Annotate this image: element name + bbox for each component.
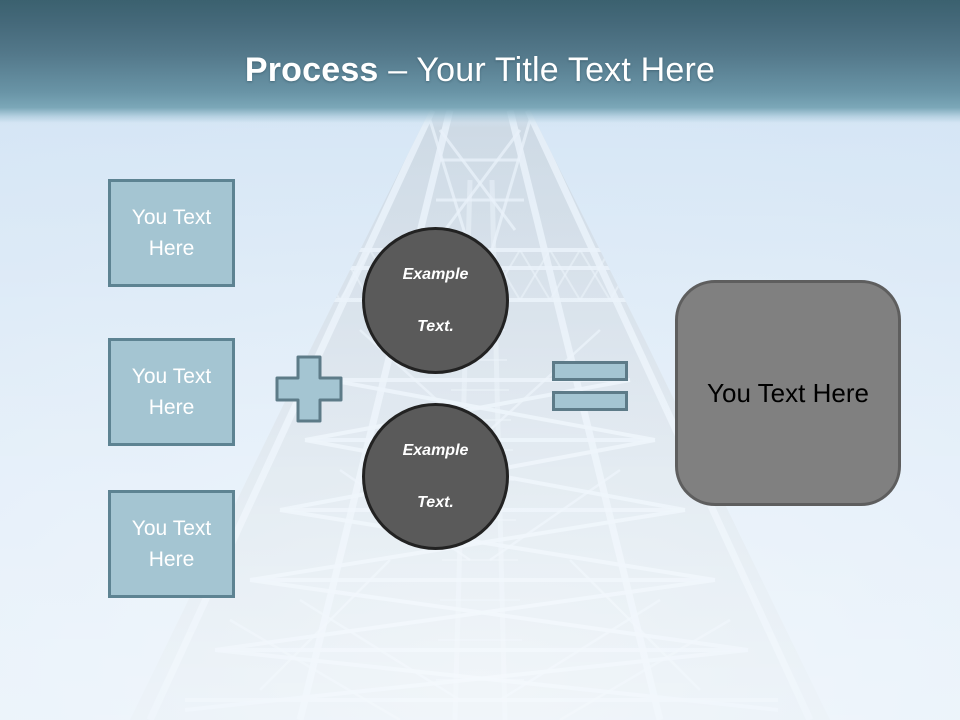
- input-box-2-line2: Here: [148, 396, 195, 419]
- equals-bar-top: [552, 361, 628, 381]
- result-box[interactable]: You Text Here: [675, 280, 901, 506]
- input-box-3-line1: You Text: [131, 517, 212, 540]
- input-box-2[interactable]: You Text Here: [108, 338, 235, 446]
- equals-icon: [552, 361, 628, 411]
- process-circle-2-line1: Example: [402, 441, 469, 459]
- plus-icon: [275, 355, 343, 423]
- input-box-2-line1: You Text: [131, 365, 212, 388]
- input-box-3[interactable]: You Text Here: [108, 490, 235, 598]
- input-box-3-line2: Here: [148, 548, 195, 571]
- input-box-1-line1: You Text: [131, 206, 212, 229]
- page-title-separator: –: [378, 51, 417, 89]
- process-circle-1-line1: Example: [402, 265, 469, 283]
- result-box-label: You Text Here: [707, 378, 869, 408]
- input-box-1[interactable]: You Text Here: [108, 179, 235, 287]
- header-band: [0, 0, 960, 128]
- equals-bar-bottom: [552, 391, 628, 411]
- process-circle-2[interactable]: Example Text.: [362, 403, 509, 550]
- process-circle-1-line2: Text.: [417, 317, 454, 335]
- input-box-1-line2: Here: [148, 237, 195, 260]
- process-circle-2-line2: Text.: [417, 493, 454, 511]
- page-title-strong: Process: [244, 51, 379, 89]
- process-circle-1[interactable]: Example Text.: [362, 227, 509, 374]
- page-title: Process – Your Title Text Here: [0, 50, 960, 90]
- page-title-rest: Your Title Text Here: [416, 51, 716, 89]
